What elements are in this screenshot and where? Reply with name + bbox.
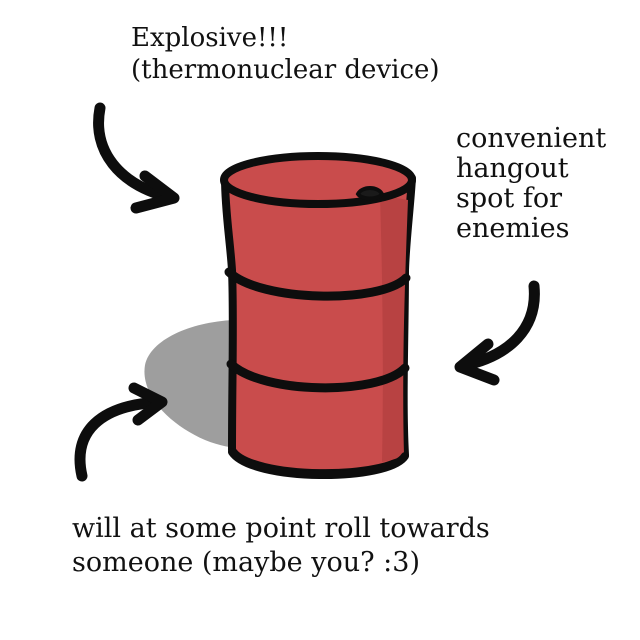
caption-roll-line-2: someone (maybe you? :3) [72,547,420,578]
caption-roll-line-1: will at some point roll towards [72,513,490,544]
barrel-hoop-upper [224,267,411,301]
caption-explosive-line-2: (thermonuclear device) [131,55,440,85]
explosive-barrel [220,152,416,480]
caption-hangout-line-4: enemies [456,213,570,244]
arrow-roll [74,382,168,482]
arrow-explosive [93,102,180,214]
caption-explosive-line-1: Explosive!!! [131,23,289,53]
barrel-shade [380,195,408,462]
caption-roll: will at some point roll towards someone … [72,512,490,580]
caption-hangout-line-1: convenient [456,123,607,154]
caption-hangout-line-3: spot for [456,183,562,214]
barrel-top-rim [220,152,416,208]
barrel-bottom-edge [228,448,409,480]
barrel-shadow [144,320,240,448]
caption-explosive: Explosive!!! (thermonuclear device) [131,22,440,86]
barrel-bung-cap [355,186,385,201]
caption-hangout: convenient hangout spot for enemies [456,124,606,244]
barrel-hoop-lower [226,359,410,393]
caption-hangout-line-2: hangout [456,153,569,184]
arrow-hangout [454,280,540,386]
